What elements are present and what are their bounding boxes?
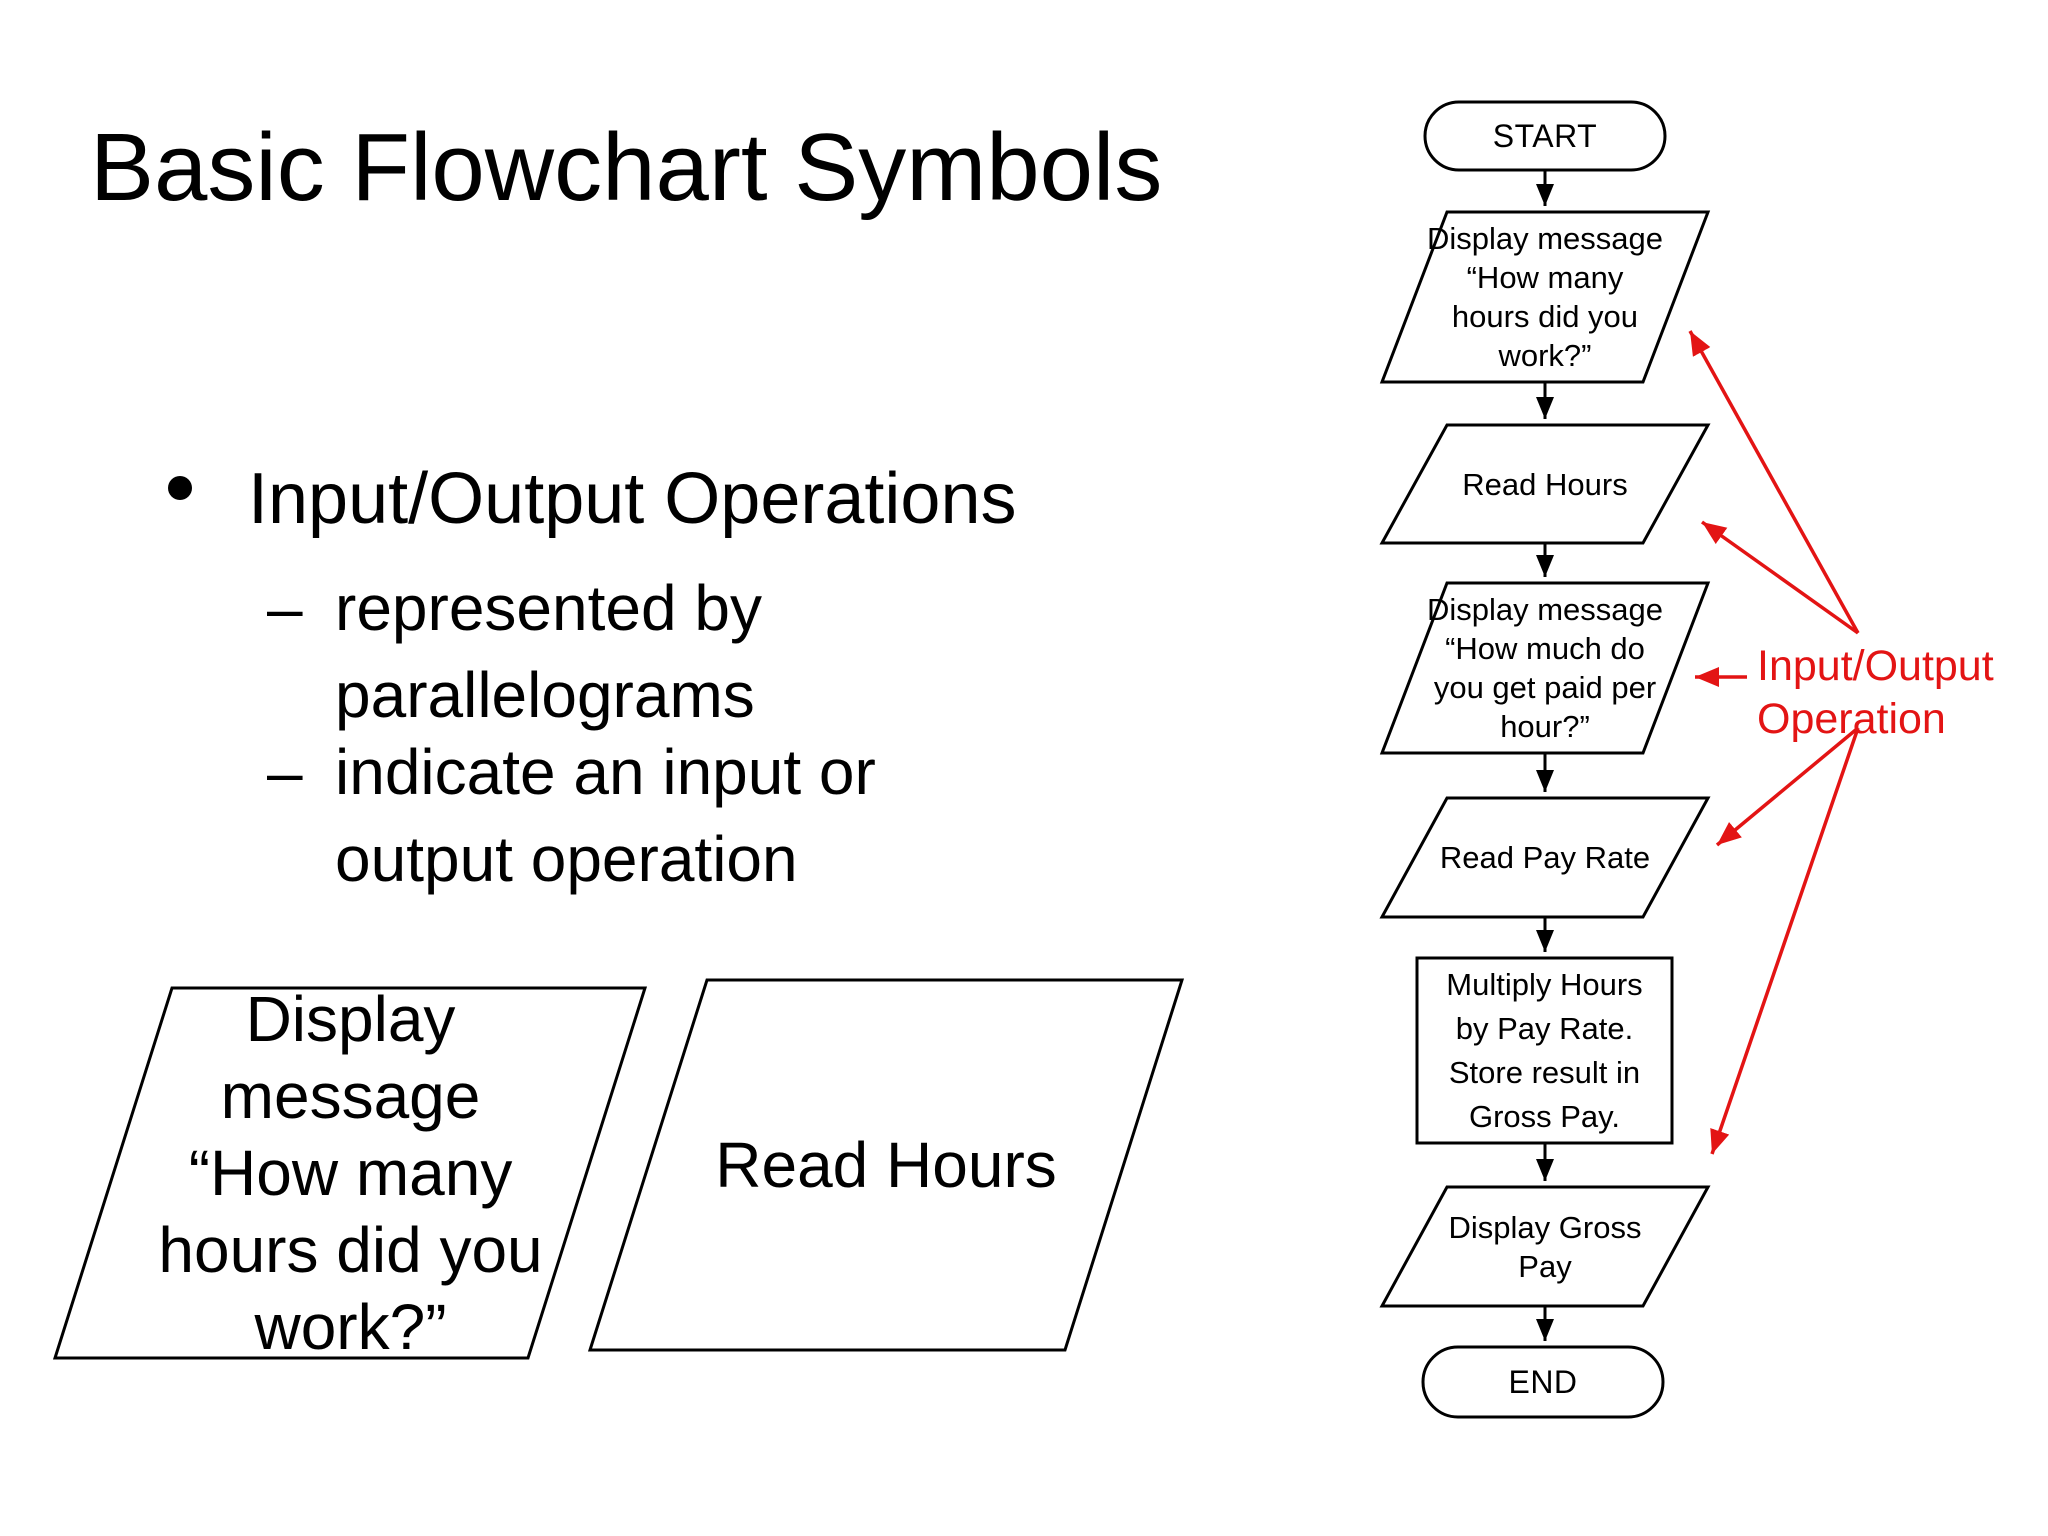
- label-line: Display message: [1426, 592, 1664, 627]
- node-display-gross-pay-label: Display Gross Pay: [1405, 1187, 1685, 1306]
- sub-bullet-line: represented by: [335, 572, 762, 644]
- example-read-hours-label: Read Hours: [656, 980, 1116, 1350]
- bullet-dot-icon: [168, 476, 192, 500]
- label-line: Pay: [1518, 1248, 1572, 1284]
- example-display-message-label: Display message “How many hours did you …: [118, 983, 583, 1363]
- label-line: you get paid per: [1433, 670, 1657, 705]
- label-line: hours did you: [158, 1213, 543, 1286]
- annotation-input-output-label: Input/Output Operation: [1757, 640, 2048, 746]
- dash-marker: –: [267, 572, 303, 644]
- sub-bullet-line: indicate an input or: [335, 736, 876, 808]
- parallelogram-read-hours: [1379, 423, 1711, 545]
- slide-title: Basic Flowchart Symbols: [90, 114, 1163, 221]
- label-line: START: [1492, 117, 1598, 154]
- label-line: Multiply Hours: [1446, 966, 1643, 1002]
- label-line: work?”: [1498, 338, 1592, 373]
- label-line: Read Hours: [1462, 466, 1628, 502]
- annotation-arrows: [1688, 330, 1860, 1155]
- label-line: Store result in: [1448, 1054, 1641, 1090]
- example-parallelogram-read-hours: [587, 978, 1185, 1352]
- sub-bullet-text: indicate an input or output operation: [335, 729, 876, 903]
- sub-bullet: – represented by parallelograms: [267, 565, 762, 739]
- label-line: Read Hours: [715, 1128, 1057, 1201]
- sub-bullet-text: represented by parallelograms: [335, 565, 762, 739]
- dash-marker: –: [267, 736, 303, 808]
- parallelogram-display-hours-prompt: [1379, 210, 1711, 384]
- label-line: Gross Pay.: [1468, 1098, 1620, 1134]
- label-line: by Pay Rate.: [1455, 1010, 1634, 1046]
- parallelogram-display-gross-pay: [1379, 1185, 1711, 1308]
- parallelogram-display-pay-prompt: [1379, 581, 1711, 755]
- label-line: hours did you: [1451, 299, 1639, 334]
- label-line: hour?”: [1500, 709, 1590, 744]
- sub-bullet-line: parallelograms: [335, 659, 755, 731]
- end-terminal-shape: [1421, 1345, 1665, 1419]
- bullet-main: Input/Output Operations: [248, 459, 1017, 539]
- label-line: Display message: [220, 982, 481, 1132]
- parallelogram-read-pay-rate: [1379, 796, 1711, 919]
- label-line: work?”: [254, 1290, 447, 1363]
- label-line: END: [1508, 1363, 1578, 1400]
- label-line: Display message: [1426, 221, 1664, 256]
- label-line: Display Gross: [1448, 1209, 1642, 1245]
- node-multiply-label: Multiply Hours by Pay Rate. Store result…: [1417, 958, 1672, 1143]
- node-display-pay-prompt-label: Display message “How much do you get pai…: [1405, 583, 1685, 753]
- example-parallelogram-display-message: [52, 986, 648, 1360]
- label-line: “How many: [1466, 260, 1624, 295]
- node-read-pay-rate-label: Read Pay Rate: [1405, 798, 1685, 917]
- start-terminal-label: START: [1425, 102, 1665, 170]
- node-read-hours-label: Read Hours: [1405, 425, 1685, 543]
- node-display-hours-prompt-label: Display message “How many hours did you …: [1405, 212, 1685, 382]
- label-line: “How many: [188, 1136, 513, 1209]
- label-line: Read Pay Rate: [1439, 840, 1651, 875]
- annotation-line: Input/Output: [1757, 642, 1994, 690]
- sub-bullet-line: output operation: [335, 823, 798, 895]
- label-line: “How much do: [1445, 631, 1645, 666]
- sub-bullet: – indicate an input or output operation: [267, 729, 876, 903]
- annotation-line: Operation: [1757, 695, 1946, 743]
- end-terminal-label: END: [1423, 1347, 1663, 1417]
- process-rectangle-multiply: [1415, 956, 1674, 1145]
